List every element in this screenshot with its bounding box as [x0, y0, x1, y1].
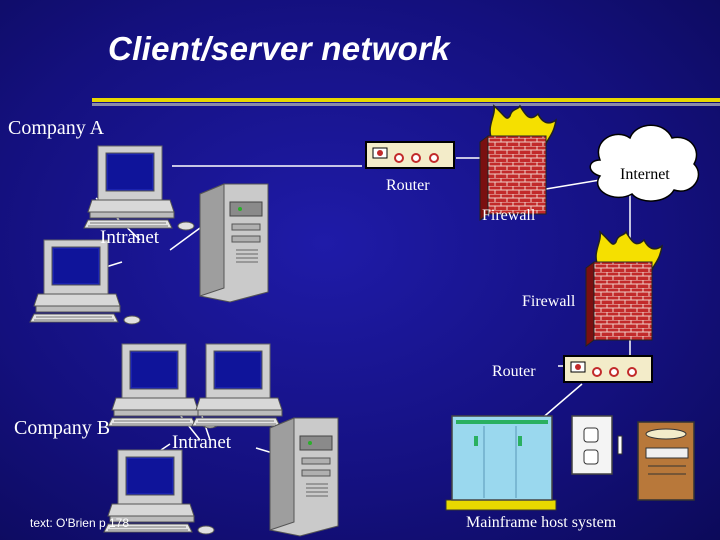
computer-icon	[29, 239, 141, 325]
intranet-b-label: Intranet	[172, 432, 232, 453]
router-icon	[365, 141, 455, 169]
firewall-icon	[479, 105, 557, 221]
firewall-b-label: Firewall	[522, 293, 576, 310]
title-bar	[92, 98, 720, 102]
company-a-label: Company A	[8, 117, 105, 139]
title-bar-shadow	[92, 103, 720, 106]
link-intranet-server	[169, 227, 201, 251]
credit-label: text: O'Brien p 178	[30, 516, 129, 530]
mainframe-label: Mainframe host system	[466, 514, 617, 531]
router-icon	[563, 355, 653, 383]
router-a-label: Router	[386, 177, 430, 194]
mainframe-icon	[445, 415, 695, 511]
server-tower-icon	[199, 183, 269, 303]
slide-title: Client/server network	[108, 30, 450, 67]
link-firewall-internet	[539, 179, 601, 191]
computer-icon	[191, 343, 303, 429]
router-b-label: Router	[492, 363, 536, 380]
link-router2-mainframe	[539, 383, 583, 421]
firewall-icon	[585, 231, 663, 347]
firewall-a-label: Firewall	[482, 207, 536, 224]
computer-icon	[83, 145, 195, 231]
company-b-label: Company B	[14, 417, 110, 439]
server-tower-icon	[269, 417, 339, 537]
internet-label: Internet	[620, 166, 670, 183]
intranet-a-label: Intranet	[100, 227, 160, 248]
cloud-icon	[589, 124, 700, 202]
